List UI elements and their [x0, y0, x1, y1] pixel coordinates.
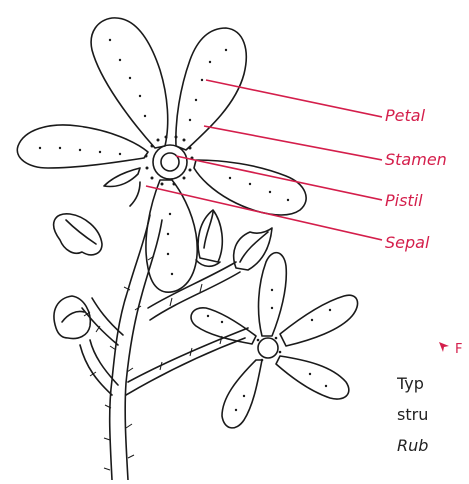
- label-petal: Petal: [385, 106, 425, 125]
- leader-lines: [146, 80, 382, 240]
- sepal: [104, 168, 140, 187]
- small-flower-petal-up: [259, 253, 287, 336]
- small-flower-petal-lower: [222, 360, 262, 428]
- caption-line-3: Rub: [397, 430, 469, 461]
- lower-left-branch: [80, 345, 112, 395]
- bud-left: [54, 214, 102, 255]
- petal-upper-left: [91, 18, 168, 148]
- petal-lower: [146, 180, 197, 292]
- small-flower-petal-lower-right: [276, 356, 349, 399]
- leader-line-pistil: [176, 156, 382, 200]
- right-branch: [126, 338, 245, 395]
- figure-caption: Typ stru Rub: [397, 368, 469, 461]
- figure-tag: F: [438, 341, 462, 357]
- flower-center: [153, 145, 187, 179]
- stem-thorns: [84, 256, 222, 470]
- label-pistil: Pistil: [385, 191, 423, 210]
- label-sepal: Sepal: [385, 233, 429, 252]
- bud-lower-left: [54, 296, 90, 339]
- leader-line-stamen: [204, 126, 382, 160]
- caption-line-1: Typ: [397, 368, 469, 399]
- arrow-pointer-icon: [438, 341, 450, 353]
- label-stamen: Stamen: [385, 150, 447, 169]
- caption-line-2: stru: [397, 399, 469, 430]
- small-flower-petal-right: [280, 295, 358, 346]
- small-flower-center: [258, 338, 278, 358]
- upper-right-branch: [150, 272, 240, 320]
- petal-right: [194, 160, 306, 215]
- petal-left: [17, 125, 148, 168]
- bud-middle: [198, 210, 222, 262]
- figure-tag-text: F: [455, 342, 462, 357]
